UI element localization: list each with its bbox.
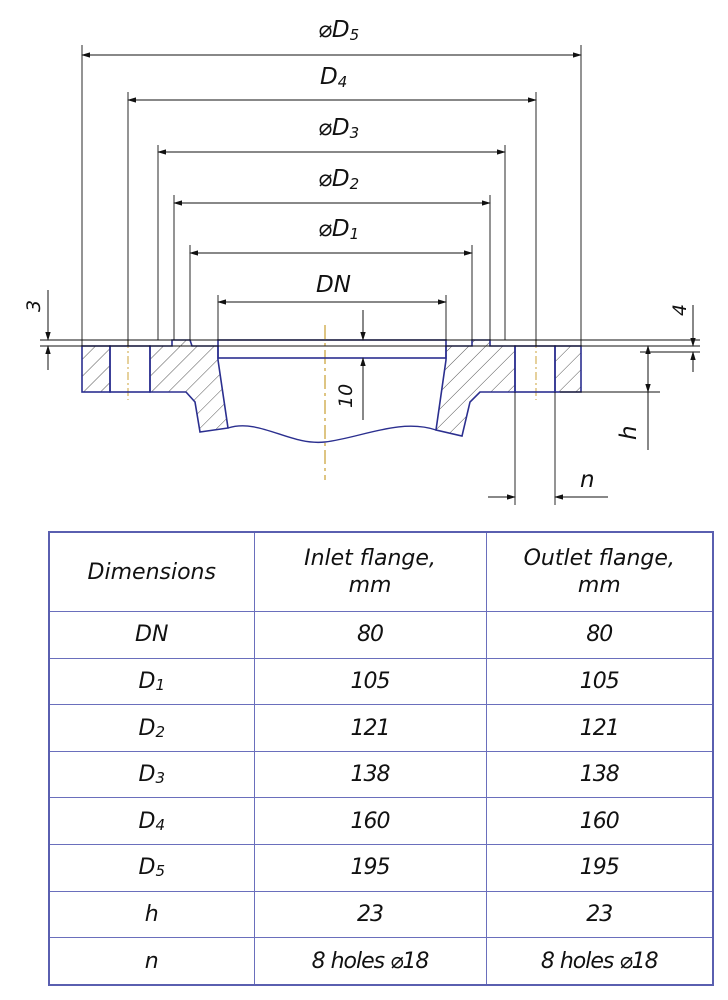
break-line (227, 425, 437, 444)
inlet-value: 105 (253, 657, 487, 706)
row-name: D5 (48, 844, 255, 892)
outlet-value: 195 (485, 844, 714, 892)
dim-4-label: 4 (669, 304, 691, 316)
flange-section-right (435, 339, 582, 437)
extension-lines (81, 45, 582, 505)
row-name: D1 (48, 657, 255, 706)
dim-10-label: 10 (335, 384, 357, 408)
d2-label: ⌀D2 (318, 166, 359, 193)
inlet-value: 195 (253, 844, 487, 892)
row-name: D2 (48, 704, 255, 752)
inlet-value: 160 (253, 797, 487, 846)
dimensions-table: Dimensions Inlet flange,mm Outlet flange… (48, 531, 714, 986)
inlet-value: 121 (253, 704, 487, 752)
row-name: n (48, 937, 255, 986)
outlet-value: 121 (485, 704, 714, 752)
raised-face (217, 339, 447, 359)
table-row: D3 138 138 (48, 750, 714, 799)
inlet-value: 80 (253, 611, 487, 659)
table-row: DN 80 80 (48, 611, 714, 659)
flange-section-left (81, 339, 229, 433)
d1-label: ⌀D1 (318, 216, 359, 243)
outlet-value: 160 (485, 797, 714, 846)
dim-h-label: h (616, 425, 642, 440)
outlet-value: 138 (485, 750, 714, 799)
dimension-lines (45, 52, 696, 500)
dim-3-label: 3 (23, 300, 45, 312)
inlet-value: 23 (253, 890, 487, 939)
flange-drawing: ⌀D5 D4 ⌀D3 ⌀D2 ⌀D1 DN 3 4 10 h n (23, 17, 700, 505)
table-row: D2 121 121 (48, 704, 714, 752)
row-name: DN (48, 611, 255, 659)
outlet-value: 80 (485, 611, 714, 659)
outlet-value: 8 holes ⌀18 (485, 937, 714, 986)
dn-label: DN (316, 272, 351, 298)
row-name: h (48, 890, 255, 939)
d4-label: D4 (320, 64, 347, 91)
table-row: h 23 23 (48, 890, 714, 939)
table-row: D1 105 105 (48, 657, 714, 706)
header-outlet-flange: Outlet flange,mm (485, 531, 714, 612)
d5-label: ⌀D5 (318, 17, 359, 44)
outlet-value: 23 (485, 890, 714, 939)
row-name: D3 (48, 750, 255, 799)
d3-label: ⌀D3 (318, 115, 359, 142)
table-row: D4 160 160 (48, 797, 714, 846)
outlet-value: 105 (485, 657, 714, 706)
header-inlet-flange: Inlet flange,mm (253, 531, 487, 612)
row-name: D4 (48, 797, 255, 846)
dim-n-label: n (580, 467, 595, 493)
inlet-value: 8 holes ⌀18 (253, 937, 487, 986)
table-row: D5 195 195 (48, 844, 714, 892)
table-row: n 8 holes ⌀18 8 holes ⌀18 (48, 937, 714, 986)
table-header-row: Dimensions Inlet flange,mm Outlet flange… (48, 531, 714, 612)
inlet-value: 138 (253, 750, 487, 799)
header-dimensions: Dimensions (48, 531, 255, 612)
